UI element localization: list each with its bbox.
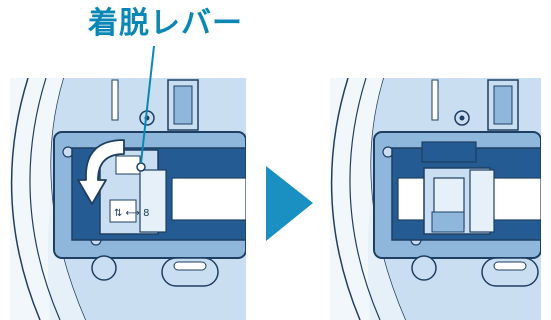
svg-text:⇅ ⟷ 8: ⇅ ⟷ 8: [114, 208, 149, 219]
before-panel: ⇅ ⟷ 8: [10, 78, 246, 320]
screw-icon: [455, 111, 469, 125]
after-panel: [330, 78, 541, 320]
next-step-arrow-icon: [266, 166, 313, 241]
